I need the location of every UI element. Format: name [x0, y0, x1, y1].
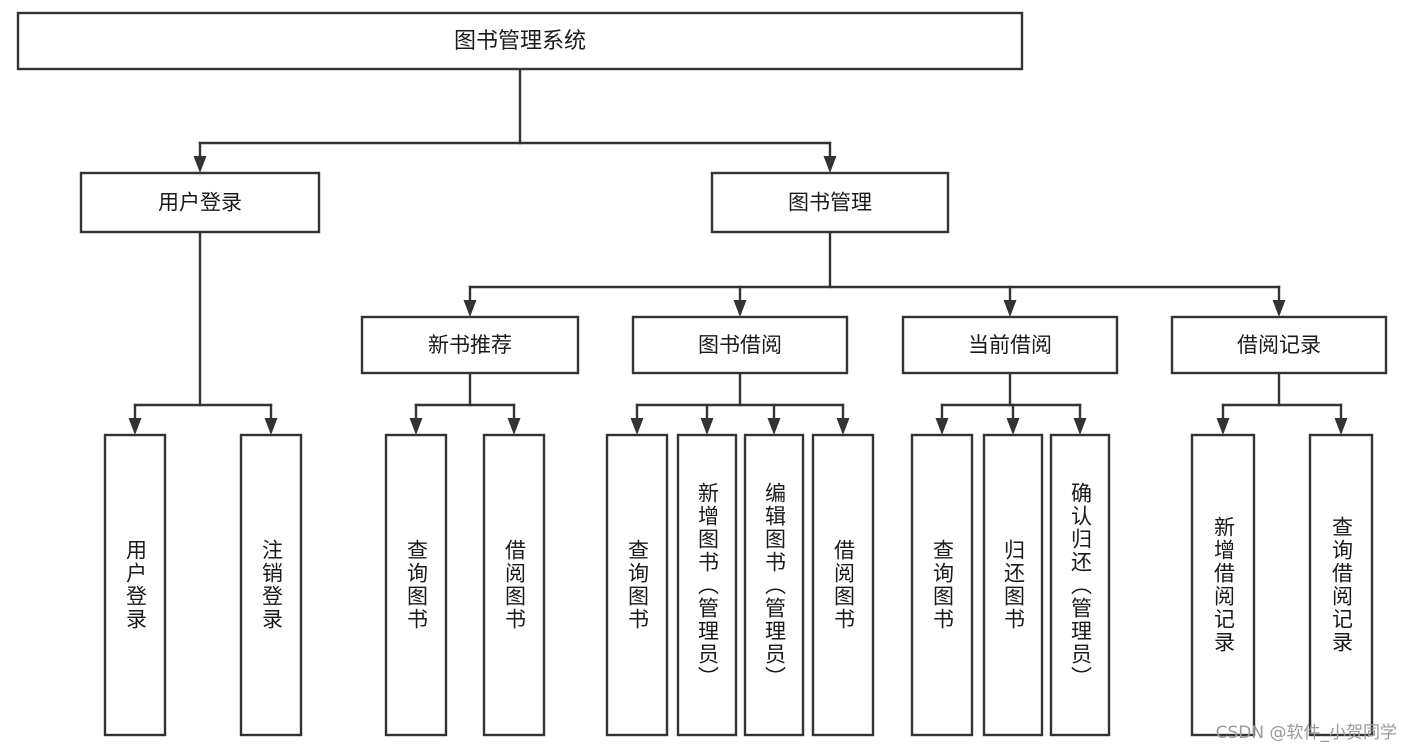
arrow-head-icon: [128, 418, 142, 435]
node-leaf-borrow-book-rec[interactable]: [482, 433, 546, 737]
node-box-leaf-query-book-current: [910, 433, 974, 737]
node-box-root: [16, 11, 1024, 71]
node-box-leaf-edit-book-admin: [743, 433, 805, 737]
node-label-new-book-recommend: 新书推荐: [428, 333, 512, 357]
node-leaf-query-book-borrow[interactable]: [605, 433, 669, 737]
node-box-book-manage: [710, 171, 950, 234]
arrow-head-icon: [1003, 300, 1017, 317]
arrow-head-icon: [700, 418, 714, 435]
node-leaf-add-borrow-record[interactable]: [1190, 433, 1256, 737]
node-box-user-login: [79, 171, 321, 234]
arrow-head-icon: [1272, 300, 1286, 317]
node-leaf-borrow-book[interactable]: [811, 433, 875, 737]
node-box-leaf-query-book-borrow: [605, 433, 669, 737]
node-leaf-edit-book-admin[interactable]: [743, 433, 805, 737]
node-leaf-user-login[interactable]: [103, 433, 167, 737]
node-label-current-borrow: 当前借阅: [968, 333, 1052, 357]
node-box-leaf-borrow-book: [811, 433, 875, 737]
node-root[interactable]: 图书管理系统: [16, 11, 1024, 71]
node-box-leaf-return-book: [982, 433, 1044, 737]
node-label-borrow-record: 借阅记录: [1237, 333, 1321, 357]
node-leaf-query-book-rec[interactable]: [384, 433, 448, 737]
arrow-head-icon: [1334, 418, 1348, 435]
node-label-user-login: 用户登录: [158, 191, 242, 215]
node-box-new-book-recommend: [360, 315, 580, 375]
node-new-book-recommend[interactable]: 新书推荐: [360, 315, 580, 375]
arrow-head-icon: [507, 418, 521, 435]
arrow-head-icon: [1073, 418, 1087, 435]
arrow-head-icon: [836, 418, 850, 435]
node-box-leaf-confirm-return-admin: [1049, 433, 1111, 737]
node-box-leaf-user-logout: [239, 433, 303, 737]
arrow-head-icon: [630, 418, 644, 435]
node-book-manage[interactable]: 图书管理: [710, 171, 950, 234]
arrow-head-icon: [264, 418, 278, 435]
arrow-head-icon: [935, 418, 949, 435]
node-leaf-user-logout[interactable]: [239, 433, 303, 737]
node-leaf-add-book-admin[interactable]: [676, 433, 738, 737]
node-box-leaf-add-borrow-record: [1190, 433, 1256, 737]
node-book-borrow[interactable]: 图书借阅: [631, 315, 849, 375]
arrow-head-icon: [823, 156, 837, 173]
node-label-root: 图书管理系统: [454, 29, 586, 54]
node-box-leaf-query-book-rec: [384, 433, 448, 737]
node-leaf-query-borrow-record[interactable]: [1308, 433, 1374, 737]
arrow-head-icon: [193, 156, 207, 173]
node-user-login[interactable]: 用户登录: [79, 171, 321, 234]
node-box-leaf-borrow-book-rec: [482, 433, 546, 737]
node-box-leaf-user-login: [103, 433, 167, 737]
arrow-head-icon: [1006, 418, 1020, 435]
node-box-borrow-record: [1170, 315, 1388, 375]
node-box-leaf-query-borrow-record: [1308, 433, 1374, 737]
arrow-head-icon: [409, 418, 423, 435]
arrow-head-icon: [1216, 418, 1230, 435]
node-label-book-borrow: 图书借阅: [698, 333, 782, 357]
watermark-text: CSDN @软件_小贺同学: [1215, 723, 1397, 743]
node-box-leaf-add-book-admin: [676, 433, 738, 737]
node-leaf-return-book[interactable]: [982, 433, 1044, 737]
node-leaf-confirm-return-admin[interactable]: [1049, 433, 1111, 737]
node-label-book-manage: 图书管理: [788, 191, 872, 215]
node-box-current-borrow: [901, 315, 1119, 375]
edges-layer: [128, 67, 1348, 435]
node-leaf-query-book-current[interactable]: [910, 433, 974, 737]
arrow-head-icon: [463, 300, 477, 317]
node-current-borrow[interactable]: 当前借阅: [901, 315, 1119, 375]
arrow-head-icon: [733, 300, 747, 317]
arrow-head-icon: [767, 418, 781, 435]
node-borrow-record[interactable]: 借阅记录: [1170, 315, 1388, 375]
node-box-book-borrow: [631, 315, 849, 375]
